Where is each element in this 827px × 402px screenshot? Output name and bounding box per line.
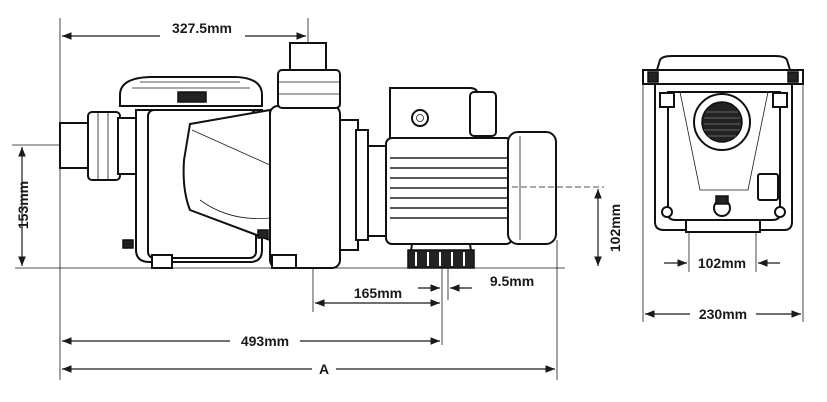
dim-top-width: 327.5mm <box>172 20 232 36</box>
pump-front-view <box>642 55 804 233</box>
front-label-plate <box>757 173 779 201</box>
pump-foot-right <box>271 254 297 269</box>
terminal-screw <box>411 109 429 127</box>
volute <box>182 108 271 242</box>
pump-side-view <box>15 42 604 269</box>
front-bolt-br <box>774 206 786 218</box>
dim-foot-thickness: 9.5mm <box>490 273 534 289</box>
dim-base-length: 493mm <box>241 333 289 349</box>
front-feet <box>685 219 761 233</box>
dim-motor-height: 102mm <box>607 204 623 252</box>
inlet-union <box>87 111 121 181</box>
cable-gland <box>469 91 497 137</box>
terminal-box <box>389 87 479 139</box>
front-bolt-bl <box>661 206 673 218</box>
dim-height-side: 153mm <box>15 181 31 229</box>
front-lid-top <box>655 55 792 71</box>
motor-cooling-fins <box>390 157 510 219</box>
lid-label <box>177 91 207 103</box>
dim-base-to-foot: 165mm <box>354 285 402 301</box>
inlet-flange <box>117 117 137 175</box>
front-dimensions: 102mm 230mm <box>642 84 804 322</box>
dim-foot-spacing: 102mm <box>698 255 746 271</box>
pump-foot-left <box>151 254 173 269</box>
motor-body <box>385 137 513 245</box>
outlet-union <box>277 69 341 109</box>
front-bolt-tr <box>772 92 788 108</box>
dim-overall-width: 230mm <box>699 306 747 322</box>
side-dimensions: 327.5mm 153mm 102mm 165mm 9.5mm 493mm A <box>12 18 623 380</box>
outlet-pipe <box>289 42 327 72</box>
front-lid-rim <box>642 69 804 85</box>
drain-plug-left <box>122 239 134 249</box>
dim-total-length: A <box>319 361 329 377</box>
pump-casing <box>269 105 341 269</box>
fan-cover <box>507 131 557 245</box>
drain-plug-right <box>257 229 269 239</box>
front-bolt-tl <box>659 92 675 108</box>
inlet-pipe <box>59 122 91 169</box>
